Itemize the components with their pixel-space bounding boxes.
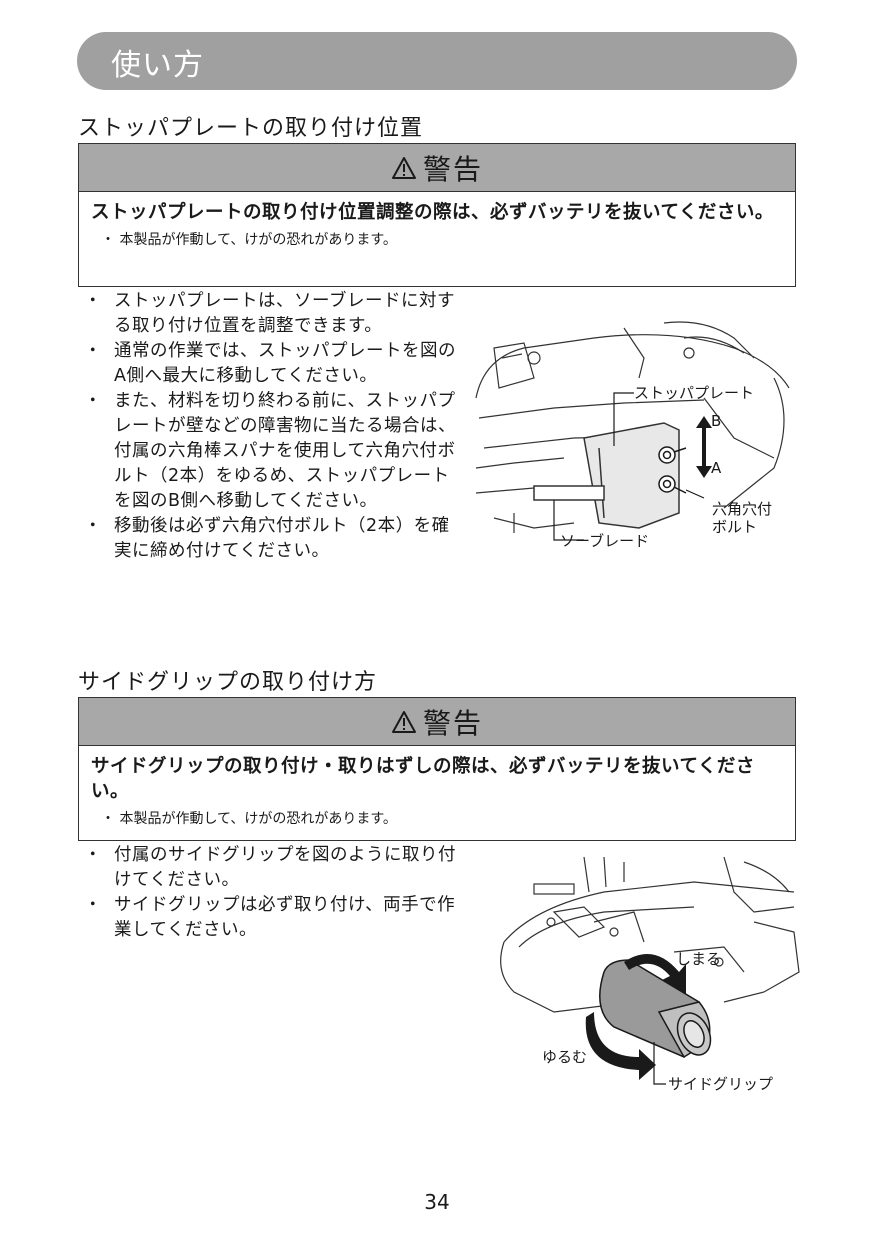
list-item: サイドグリップは必ず取り付け、両手で作業してください。 — [84, 893, 464, 943]
header-bar: 使い方 — [77, 32, 797, 90]
stopper-plate-illustration: ストッパプレート B A 六角穴付 ボルト ソーブレード — [475, 321, 790, 550]
warning-box-stopper-plate: 警告 ストッパプレートの取り付け位置調整の際は、必ずバッテリを抜いてください。 … — [78, 143, 796, 287]
label-side-grip: サイドグリップ — [668, 1075, 773, 1093]
label-bolt-line2: ボルト — [712, 518, 757, 536]
warning-heading: 警告 — [422, 706, 483, 740]
warning-header: 警告 — [79, 144, 795, 192]
page-number: 34 — [424, 1190, 450, 1214]
warning-main-text: サイドグリップの取り付け・取りはずしの際は、必ずバッテリを抜いてください。 — [91, 756, 755, 802]
label-saw-blade: ソーブレード — [560, 532, 649, 550]
bullet-list-side-grip: 付属のサイドグリップを図のように取り付けてください。 サイドグリップは必ず取り付… — [84, 843, 464, 943]
label-b: B — [711, 412, 721, 430]
label-a: A — [711, 459, 722, 477]
warning-heading: 警告 — [422, 152, 483, 186]
list-item: 通常の作業では、ストッパプレートを図のA側へ最大に移動してください。 — [84, 339, 464, 389]
list-item: 付属のサイドグリップを図のように取り付けてください。 — [84, 843, 464, 893]
bullet-list-stopper-plate: ストッパプレートは、ソーブレードに対する取り付け位置を調整できます。 通常の作業… — [84, 289, 464, 564]
list-item: ストッパプレートは、ソーブレードに対する取り付け位置を調整できます。 — [84, 289, 464, 339]
label-stopper-plate: ストッパプレート — [634, 384, 754, 402]
section-title-side-grip: サイドグリップの取り付け方 — [78, 670, 378, 695]
warning-note: ・ 本製品が作動して、けがの恐れがあります。 — [101, 232, 397, 248]
label-bolt-line1: 六角穴付 — [712, 500, 772, 518]
warning-header: 警告 — [79, 698, 795, 746]
list-item: また、材料を切り終わる前に、ストッパプレートが壁などの障害物に当たる場合は、付属… — [84, 389, 464, 514]
label-loosen: ゆるむ — [542, 1048, 587, 1066]
warning-triangle-icon — [391, 156, 416, 179]
label-tighten: しまる — [676, 950, 721, 968]
warning-box-side-grip: 警告 サイドグリップの取り付け・取りはずしの際は、必ずバッテリを抜いてください。… — [78, 697, 796, 841]
page-title: 使い方 — [111, 48, 204, 83]
side-grip-illustration: しまる ゆるむ サイドグリップ — [500, 856, 800, 1093]
list-item: 移動後は必ず六角穴付ボルト（2本）を確実に締め付けてください。 — [84, 514, 464, 564]
warning-note: ・ 本製品が作動して、けがの恐れがあります。 — [101, 811, 397, 827]
section-title-stopper-plate: ストッパプレートの取り付け位置 — [78, 116, 424, 141]
warning-main-text: ストッパプレートの取り付け位置調整の際は、必ずバッテリを抜いてください。 — [91, 202, 774, 223]
warning-triangle-icon — [391, 710, 416, 733]
